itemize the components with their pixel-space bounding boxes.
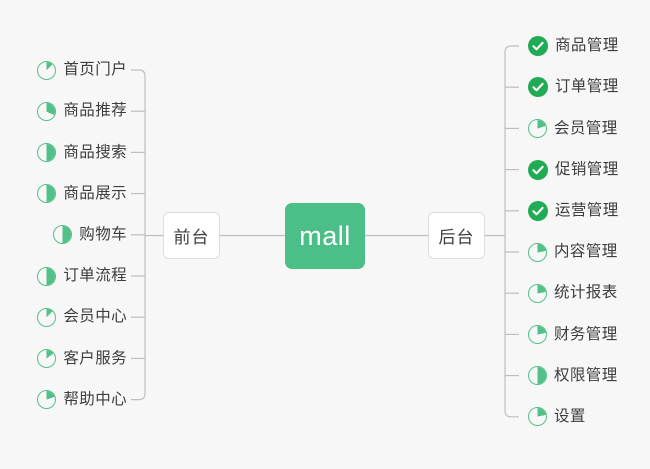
check-circle-icon (528, 159, 548, 180)
pie-icon-wedge (529, 325, 546, 343)
branch-node-backend-label: 后台 (438, 228, 475, 247)
branch-node-frontend-label: 前台 (173, 228, 210, 247)
pie-icon-wedge (38, 391, 56, 409)
leaf-node[interactable]: 统计报表 (528, 280, 618, 306)
pie-icon-wedge (529, 284, 546, 302)
leaf-node-label: 商品推荐 (63, 102, 127, 120)
leaf-node[interactable]: 会员中心 (37, 304, 127, 330)
pie-icon (37, 307, 57, 327)
leaf-node-label: 会员中心 (63, 308, 127, 326)
leaf-node-label: 促销管理 (555, 160, 619, 178)
leaf-node[interactable]: 客户服务 (37, 345, 127, 371)
leaf-node[interactable]: 商品推荐 (37, 98, 127, 124)
leaf-node-label: 客户服务 (63, 349, 127, 367)
leaf-node[interactable]: 会员管理 (528, 115, 618, 141)
leaf-node-label: 统计报表 (554, 284, 618, 302)
leaf-node-label: 财务管理 (554, 325, 618, 343)
leaf-node[interactable]: 促销管理 (528, 157, 619, 183)
leaf-node-label: 会员管理 (554, 119, 618, 137)
pie-icon (37, 60, 57, 80)
pie-icon (528, 283, 547, 303)
check-circle-icon (528, 200, 548, 221)
pie-icon (528, 324, 547, 344)
branch-node-frontend[interactable]: 前台 (163, 212, 220, 259)
leaf-node-label: 权限管理 (554, 366, 618, 384)
leaf-node[interactable]: 商品展示 (37, 181, 127, 207)
check-circle-icon (528, 77, 548, 98)
pie-icon-wedge (529, 243, 546, 261)
pie-icon-wedge (54, 226, 72, 244)
pie-icon (528, 118, 547, 138)
leaf-node-label: 运营管理 (555, 202, 619, 220)
branch-node-backend[interactable]: 后台 (428, 212, 485, 259)
leaf-node[interactable]: 商品管理 (528, 33, 619, 59)
leaf-node[interactable]: 权限管理 (528, 363, 618, 389)
pie-icon (53, 225, 73, 245)
leaf-node[interactable]: 财务管理 (528, 321, 618, 347)
check-circle-icon (528, 36, 548, 56)
root-node[interactable]: mall (285, 203, 365, 269)
pie-icon (37, 266, 57, 286)
leaf-node[interactable]: 帮助中心 (37, 387, 127, 413)
leaf-node[interactable]: 内容管理 (528, 239, 618, 265)
leaf-node[interactable]: 首页门户 (37, 57, 127, 83)
pie-icon-wedge (529, 367, 546, 385)
leaf-node-label: 首页门户 (63, 61, 127, 79)
leaf-node[interactable]: 订单流程 (37, 263, 127, 289)
leaf-node[interactable]: 运营管理 (528, 198, 619, 224)
pie-icon (528, 407, 547, 427)
pie-icon-wedge (38, 61, 56, 79)
leaf-node-label: 商品搜索 (63, 143, 127, 161)
leaf-node-label: 订单流程 (63, 267, 127, 285)
leaf-node-label: 设置 (554, 408, 586, 426)
pie-icon (37, 390, 57, 410)
pie-icon-wedge (38, 308, 56, 326)
pie-icon-wedge (38, 185, 56, 203)
leaf-node[interactable]: 购物车 (53, 222, 127, 248)
pie-icon (37, 348, 57, 368)
pie-icon-wedge (38, 143, 56, 161)
pie-icon-wedge (38, 102, 56, 120)
pie-icon (528, 366, 547, 386)
pie-icon-wedge (529, 408, 546, 426)
connector-path (504, 45, 519, 418)
leaf-node-label: 内容管理 (554, 243, 618, 261)
leaf-node-label: 购物车 (79, 226, 127, 244)
pie-icon (528, 242, 547, 262)
leaf-node[interactable]: 设置 (528, 404, 586, 430)
pie-icon-wedge (529, 119, 546, 137)
leaf-node-label: 商品管理 (555, 37, 619, 55)
connector-path (131, 69, 146, 401)
leaf-node-label: 商品展示 (63, 184, 127, 202)
pie-icon (37, 142, 57, 162)
leaf-node[interactable]: 商品搜索 (37, 139, 127, 165)
leaf-node[interactable]: 订单管理 (528, 74, 619, 100)
pie-icon-wedge (38, 267, 56, 285)
leaf-node-label: 帮助中心 (63, 390, 127, 408)
root-node-label: mall (299, 220, 351, 251)
pie-icon (37, 101, 57, 121)
leaf-node-label: 订单管理 (555, 78, 619, 96)
pie-icon (37, 184, 57, 204)
pie-icon-wedge (38, 349, 56, 367)
